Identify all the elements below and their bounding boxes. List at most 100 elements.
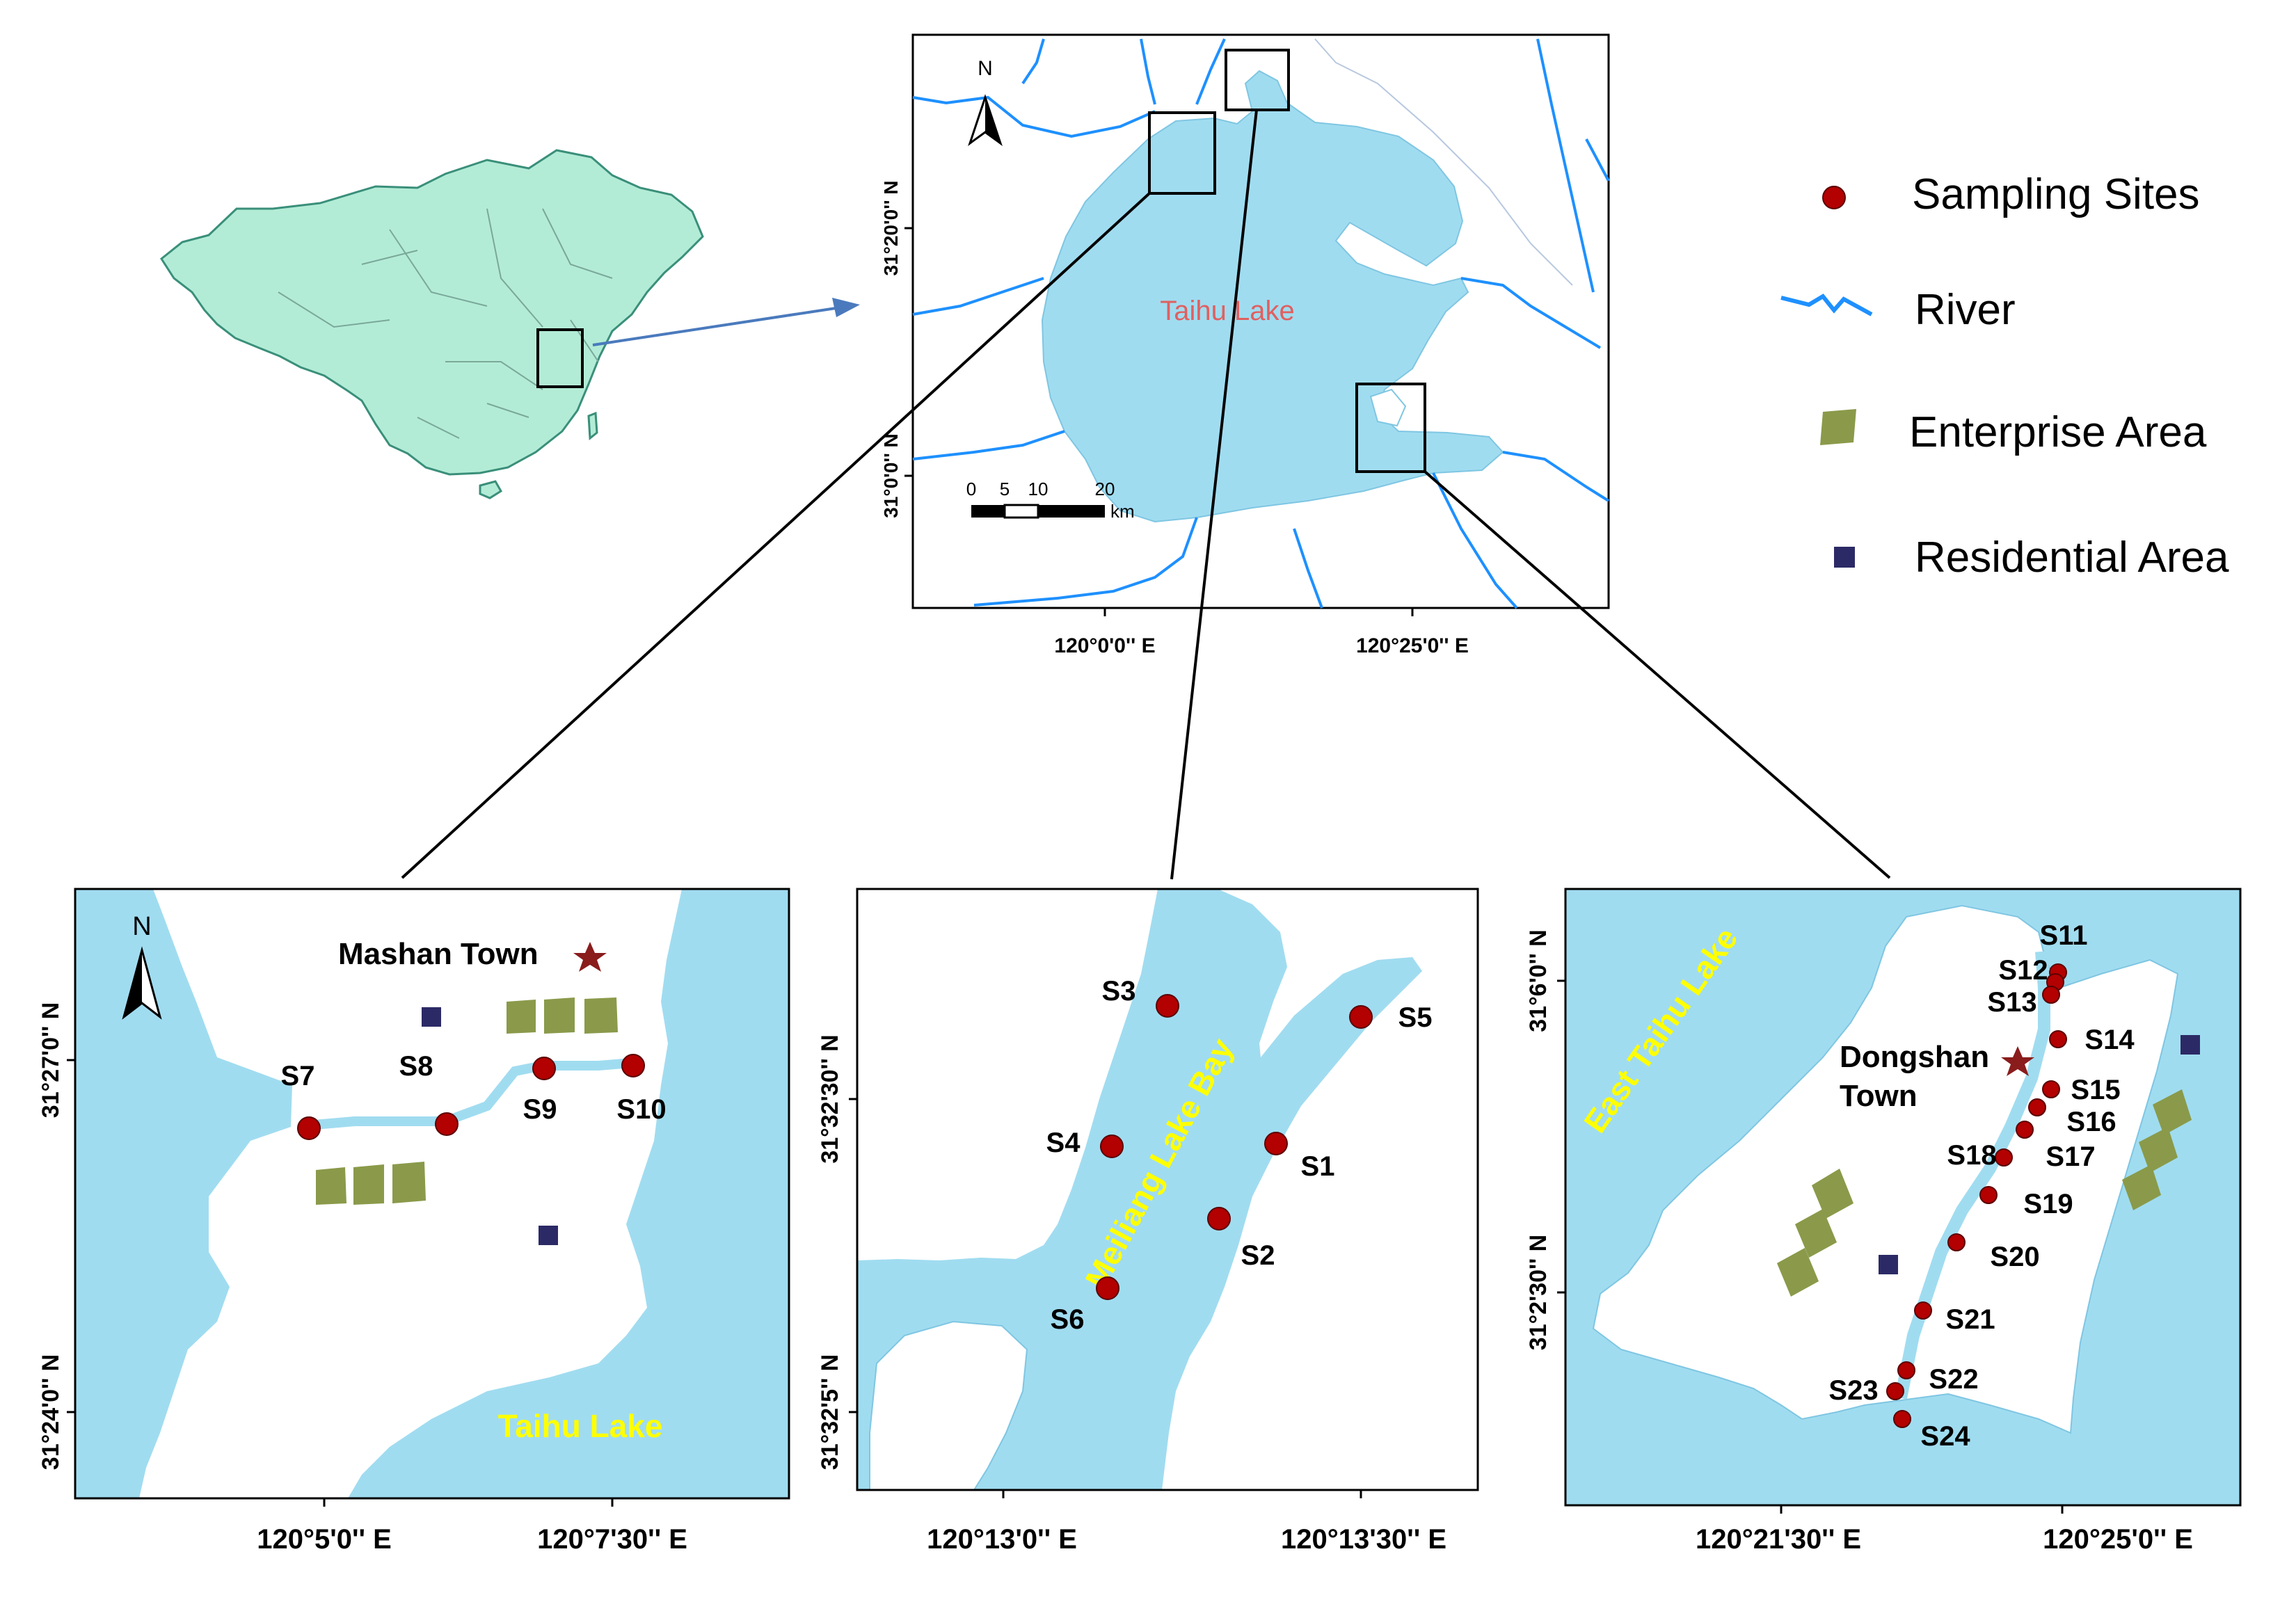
mashan-lon-label-1: 120°5'0'' E bbox=[257, 1524, 392, 1555]
dongshan-residential-2 bbox=[2181, 1035, 2200, 1055]
mashan-sites: S7 S8 S9 S10 bbox=[281, 1051, 667, 1140]
site-label-s14: S14 bbox=[2084, 1025, 2135, 1055]
mashan-north-label: N bbox=[132, 912, 151, 941]
dongshan-callout-box bbox=[1355, 383, 1426, 473]
site-label-s16: S16 bbox=[2066, 1107, 2116, 1137]
site-label-s6: S6 bbox=[1051, 1304, 1085, 1335]
mashan-enterprise-1 bbox=[507, 1000, 536, 1034]
mashan-enterprise-4 bbox=[316, 1167, 346, 1205]
study-area-box bbox=[536, 328, 584, 388]
dongshan-enterprise-4 bbox=[2153, 1089, 2192, 1135]
mashan-river bbox=[305, 1058, 632, 1130]
china-overview-map bbox=[160, 149, 860, 499]
scale-tick-0: 0 bbox=[966, 479, 976, 499]
regional-map: N Taihu Lake 0 5 10 20 km 31°20'0'' N 31… bbox=[880, 33, 1610, 657]
site-label-s4: S4 bbox=[1046, 1128, 1081, 1158]
panel-meiliang-frame bbox=[856, 888, 1479, 1491]
site-marker-s15 bbox=[2042, 1080, 2060, 1098]
regional-lat-label-2: 31°0'0'' N bbox=[880, 433, 902, 518]
site-label-s5: S5 bbox=[1398, 1002, 1433, 1033]
mashan-residential-1 bbox=[422, 1007, 441, 1027]
overview-arrow-head bbox=[832, 298, 860, 317]
dongshan-enterprise-1 bbox=[1812, 1169, 1853, 1219]
site-label-s23: S23 bbox=[1828, 1375, 1878, 1406]
legend-label-enterprise-area: Enterprise Area bbox=[1909, 408, 2207, 456]
mashan-callout-box bbox=[1148, 111, 1216, 195]
site-marker-s3 bbox=[1156, 994, 1179, 1018]
site-label-s8: S8 bbox=[399, 1051, 433, 1082]
sampling-site-icon bbox=[1822, 186, 1846, 209]
rivers bbox=[912, 38, 1610, 609]
panel-mashan: Mashan Town N Taihu Lake S7 S8 S9 S10 31… bbox=[38, 888, 790, 1555]
callout-line-mashan bbox=[401, 192, 1151, 879]
site-label-s12: S12 bbox=[1998, 955, 2048, 986]
site-label-s10: S10 bbox=[616, 1094, 666, 1125]
meiliang-callout-box bbox=[1225, 49, 1290, 111]
dongshan-enterprise-2 bbox=[1795, 1209, 1837, 1258]
site-marker-s4 bbox=[1100, 1135, 1124, 1158]
regional-lon-label-1: 120°0'0'' E bbox=[1054, 634, 1155, 657]
regional-lat-label-1: 31°20'0'' N bbox=[880, 180, 902, 275]
mashan-enterprise-2 bbox=[544, 997, 575, 1034]
meiliang-lon-label-1: 120°13'0'' E bbox=[927, 1524, 1077, 1555]
site-marker-s10 bbox=[621, 1054, 645, 1077]
site-marker-s5 bbox=[1349, 1005, 1373, 1029]
scale-tick-10: 10 bbox=[1028, 479, 1049, 499]
taihu-lake-water bbox=[1041, 70, 1504, 523]
meiliang-lat-label-2: 31°32'5'' N bbox=[817, 1354, 843, 1470]
dongshan-lon-label-2: 120°25'0'' E bbox=[2043, 1524, 2193, 1555]
dongshan-town-star bbox=[2001, 1046, 2034, 1076]
panel-dongshan-frame bbox=[1564, 888, 2242, 1507]
dongshan-sites: S11 S12 S13 S14 S15 S16 S17 S18 S19 S20 … bbox=[1828, 920, 2135, 1452]
scale-bar: 0 5 10 20 km bbox=[966, 479, 1135, 522]
site-marker-s7 bbox=[297, 1116, 321, 1140]
scale-unit: km bbox=[1110, 501, 1135, 522]
legend-label-sampling-sites: Sampling Sites bbox=[1912, 170, 2200, 218]
site-label-s20: S20 bbox=[1990, 1242, 2039, 1272]
north-arrow: N bbox=[968, 57, 1003, 146]
scale-tick-5: 5 bbox=[1000, 479, 1010, 499]
meiliang-lon-label-2: 120°13'30'' E bbox=[1281, 1524, 1446, 1555]
scale-seg-2 bbox=[1003, 504, 1039, 519]
china-provinces bbox=[278, 208, 613, 439]
dongshan-residential-1 bbox=[1879, 1255, 1898, 1274]
legend-label-residential-area: Residential Area bbox=[1915, 534, 2229, 582]
north-arrow-half bbox=[985, 97, 1000, 143]
dongshan-town-label-line2: Town bbox=[1840, 1079, 1918, 1113]
mashan-enterprise-3 bbox=[584, 997, 618, 1034]
site-marker-s22 bbox=[1897, 1361, 1915, 1379]
site-marker-s6 bbox=[1096, 1276, 1119, 1300]
north-arrow-half bbox=[124, 950, 142, 1017]
taiwan-island bbox=[587, 411, 598, 440]
site-marker-s18 bbox=[1995, 1148, 2013, 1167]
taihu-east-bay-land bbox=[1369, 388, 1407, 427]
site-marker-s21 bbox=[1914, 1301, 1932, 1320]
meiliang-sites: S1 S2 S3 S4 S5 S6 bbox=[1046, 976, 1433, 1335]
site-label-s15: S15 bbox=[2071, 1075, 2120, 1105]
overview-arrow-line bbox=[592, 306, 841, 346]
dongshan-town-label-line1: Dongshan bbox=[1840, 1040, 1989, 1074]
mashan-lake-label: Taihu Lake bbox=[498, 1408, 663, 1444]
meiliang-land-southwest bbox=[869, 1320, 1028, 1491]
site-label-s13: S13 bbox=[1987, 987, 2036, 1018]
site-marker-s16 bbox=[2028, 1098, 2046, 1116]
taihu-lake-label: Taihu Lake bbox=[1160, 296, 1294, 326]
regional-lon-label-2: 120°25'0'' E bbox=[1356, 634, 1469, 657]
mashan-lat-label-1: 31°27'0'' N bbox=[38, 1002, 64, 1118]
site-label-s21: S21 bbox=[1945, 1304, 1995, 1335]
panel-mashan-frame bbox=[74, 888, 790, 1500]
mashan-lat-label-2: 31°24'0'' N bbox=[38, 1354, 64, 1470]
site-label-s24: S24 bbox=[1920, 1421, 1970, 1452]
site-marker-s9 bbox=[532, 1057, 556, 1080]
scale-tick-20: 20 bbox=[1095, 479, 1115, 499]
river-icon bbox=[1780, 294, 1873, 316]
site-label-s11: S11 bbox=[2040, 920, 2088, 951]
mashan-enterprise-6 bbox=[392, 1162, 426, 1203]
dongshan-enterprise-6 bbox=[2122, 1164, 2161, 1210]
dongshan-river bbox=[1895, 951, 2050, 1400]
legend: Sampling Sites River Enterprise Area Res… bbox=[1780, 170, 2229, 582]
mashan-north-arrow: N bbox=[122, 912, 162, 1020]
panel-dongshan: Dongshan Town East Taihu Lake S11 S12 S1… bbox=[1525, 888, 2242, 1555]
site-label-s22: S22 bbox=[1929, 1364, 1978, 1395]
